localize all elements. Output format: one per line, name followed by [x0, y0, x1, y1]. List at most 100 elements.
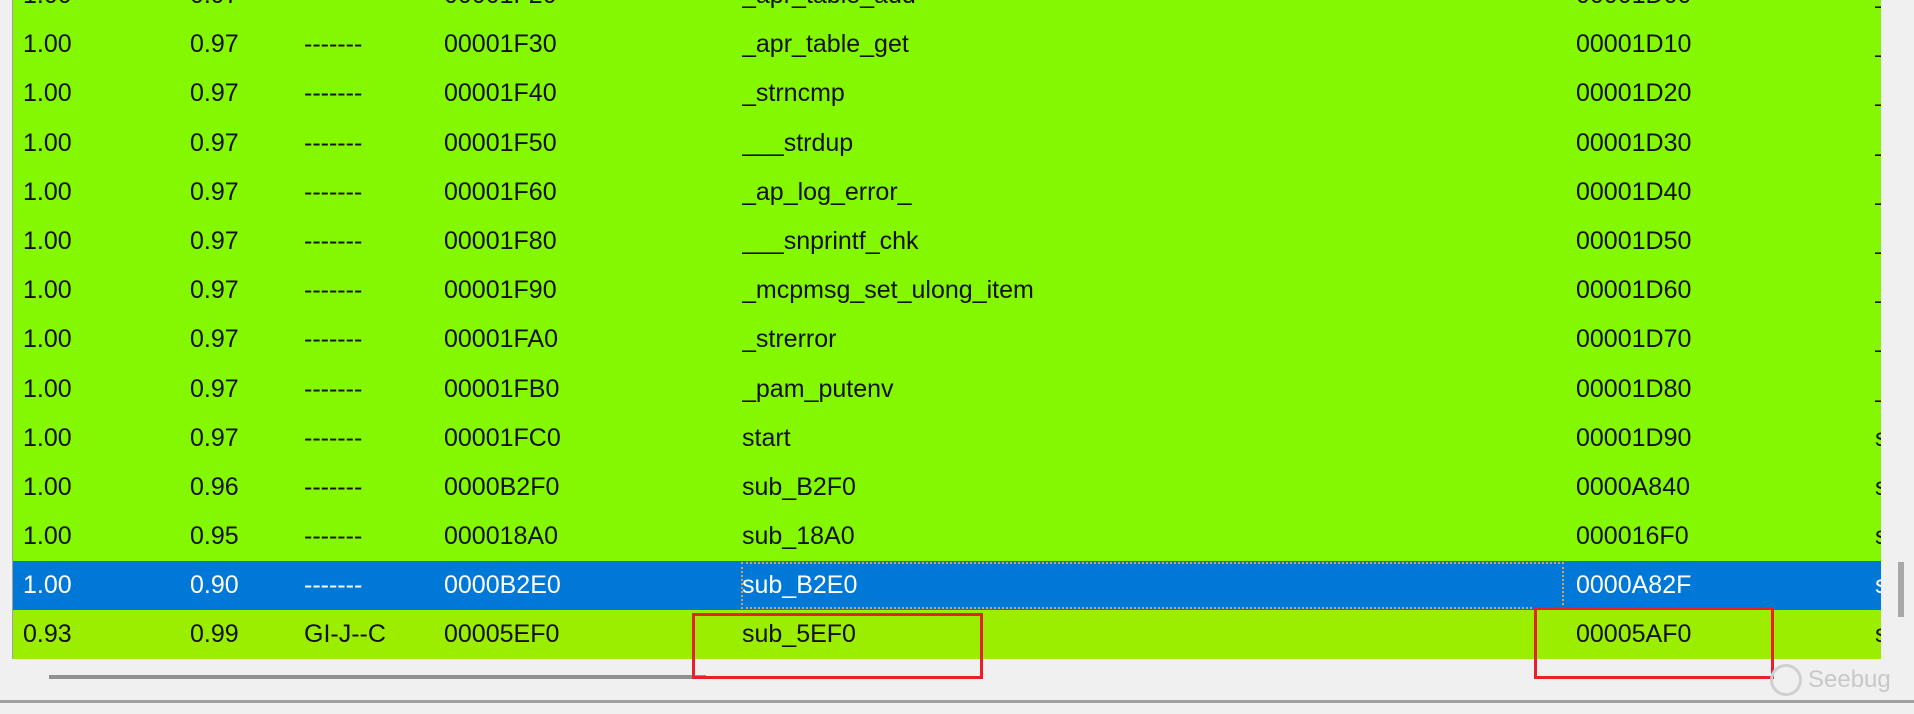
- cell-extra: _: [1875, 217, 1882, 266]
- cell-confidence: 0.97: [190, 276, 239, 305]
- cell-address: 00001F50: [444, 128, 557, 157]
- cell-extra: _: [1875, 0, 1882, 20]
- cell-name: _apr_table_add: [742, 0, 1567, 20]
- cell-flags: -------: [304, 472, 363, 501]
- cell-address: 00005EF0: [444, 620, 560, 649]
- cell-confidence: 0.97: [190, 374, 239, 403]
- cell-similarity: 1.00: [23, 374, 72, 403]
- cell-flags: -------: [304, 79, 363, 108]
- table-row[interactable]: 1.000.97-------00001F20_apr_table_add000…: [13, 0, 1882, 21]
- cell-extra: _: [1875, 20, 1882, 69]
- cell-address: 00001FA0: [444, 325, 558, 354]
- cell-name: _strerror: [742, 325, 837, 354]
- cell-address2: 00001D20: [1576, 79, 1692, 108]
- cell-address2: 00001D70: [1576, 325, 1692, 354]
- cell-similarity: 1.00: [23, 30, 72, 59]
- cell-extra: s: [1875, 463, 1882, 512]
- table-row[interactable]: 1.00 0.97 ------- 00001FA0 _strerror 00001D70…: [13, 315, 1882, 365]
- cell-similarity: 1.00: [23, 423, 72, 452]
- cell-name: sub_B2F0: [742, 472, 856, 501]
- cell-address: 00001FB0: [444, 374, 560, 403]
- cell-address2: 00001D40: [1576, 177, 1692, 206]
- cell-extra: _: [1875, 119, 1882, 168]
- table-row[interactable]: 1.000.97-------00001FC0start00001D90s: [13, 413, 1882, 463]
- cell-confidence: 0.95: [190, 522, 239, 551]
- table-row[interactable]: 1.00 0.97 ------- 00001FB0 _pam_putenv 00001D…: [13, 364, 1882, 414]
- cell-extra: _: [1875, 315, 1882, 364]
- cell-extra: _: [1875, 365, 1882, 414]
- cell-flags: -------: [304, 423, 363, 452]
- cell-extra: s: [1875, 610, 1882, 659]
- cell-name: ___snprintf_chk: [742, 226, 919, 255]
- cell-similarity: 0.93: [23, 620, 72, 649]
- cell-address2: 000016F0: [1576, 522, 1689, 551]
- cell-address2: 00001D10: [1576, 30, 1692, 59]
- cell-similarity: 1.00: [23, 79, 72, 108]
- cell-confidence: 0.97: [190, 226, 239, 255]
- cell-address: 0000B2E0: [444, 571, 561, 600]
- cell-address: 00001FC0: [444, 423, 561, 452]
- vertical-scrollbar-thumb[interactable]: [1898, 562, 1904, 617]
- cell-address: 00001F30: [444, 30, 557, 59]
- seebug-logo-icon: [1770, 664, 1802, 696]
- cell-similarity: 1.00: [23, 522, 72, 551]
- cell-address2: 00001D00: [1576, 0, 1866, 20]
- watermark: Seebug: [1770, 664, 1891, 696]
- cell-address: 0000B2F0: [444, 472, 560, 501]
- cell-address2: 00005AF0: [1576, 620, 1692, 649]
- cell-address: 00001F60: [444, 177, 557, 206]
- cell-similarity: 1.00: [23, 472, 72, 501]
- horizontal-scrollbar[interactable]: [12, 659, 1712, 699]
- vertical-scrollbar[interactable]: [1881, 0, 1914, 659]
- cell-confidence: 0.97: [190, 128, 239, 157]
- cell-flags: -------: [304, 374, 363, 403]
- cell-address2: 00001D30: [1576, 128, 1692, 157]
- cell-address2: 00001D90: [1576, 423, 1692, 452]
- horizontal-scrollbar-thumb[interactable]: [49, 675, 706, 679]
- cell-address: 000018A0: [444, 522, 559, 551]
- cell-confidence: 0.97: [190, 177, 239, 206]
- cell-flags: -------: [304, 325, 363, 354]
- cell-flags: -------: [304, 522, 363, 551]
- cell-extra: s: [1875, 414, 1882, 463]
- cell-flags: -------: [304, 177, 363, 206]
- cell-extra: _: [1875, 69, 1882, 118]
- cell-address2: 0000A840: [1576, 472, 1691, 501]
- cell-flags: -------: [304, 571, 363, 600]
- cell-address: 00001F90: [444, 276, 557, 305]
- cell-name: _apr_table_get: [742, 30, 909, 59]
- cell-address: 00001F40: [444, 79, 557, 108]
- cell-name: _ap_log_error_: [742, 177, 912, 206]
- cell-flags: -------: [304, 0, 439, 20]
- cell-confidence: 0.97: [190, 325, 239, 354]
- annotation-box-name: [692, 613, 983, 679]
- cell-similarity: 1.00: [23, 325, 72, 354]
- cell-confidence: 0.90: [190, 571, 239, 600]
- cell-confidence: 0.97: [190, 0, 300, 20]
- cell-confidence: 0.99: [190, 620, 239, 649]
- cell-name: _strncmp: [742, 79, 845, 108]
- watermark-text: Seebug: [1808, 666, 1891, 693]
- cell-extra: _: [1875, 266, 1882, 315]
- cell-name: _pam_putenv: [742, 374, 894, 403]
- annotation-box-address: [1534, 607, 1774, 679]
- cell-confidence: 0.97: [190, 30, 239, 59]
- cell-address2: 00001D80: [1576, 374, 1692, 403]
- cell-name: start: [742, 423, 791, 452]
- cell-similarity: 1.00: [23, 571, 72, 600]
- cell-address2: 00001D50: [1576, 226, 1692, 255]
- cell-flags: -------: [304, 276, 363, 305]
- table-body: 1.000.97-------00001F20_apr_table_add000…: [13, 0, 1882, 659]
- cell-address2: 0000A82F: [1576, 571, 1692, 600]
- divider: [0, 700, 1914, 703]
